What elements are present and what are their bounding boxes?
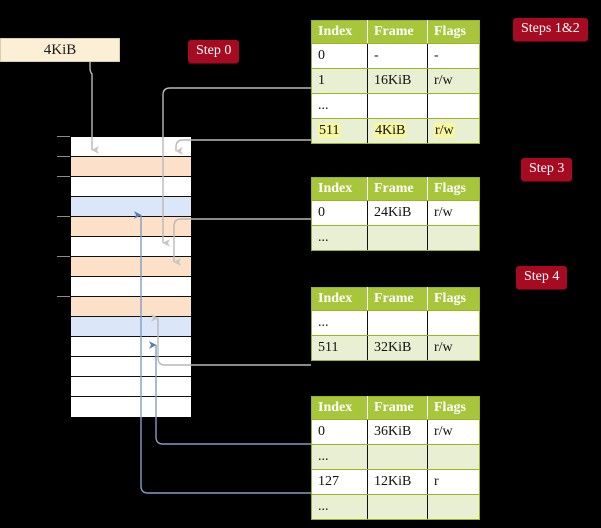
- column-header-frame: Frame: [367, 396, 428, 420]
- memory-row: [71, 217, 191, 237]
- cell-flags: r/w: [427, 68, 480, 94]
- cell-flags: r/w: [427, 200, 480, 226]
- table-row: ...: [311, 225, 480, 251]
- cell-index: 511: [311, 118, 368, 144]
- table-header-row: Index Frame Flags: [311, 287, 480, 311]
- column-header-frame: Frame: [367, 177, 428, 201]
- cell-frame: 12KiB: [367, 469, 428, 495]
- cell-index: 0: [311, 43, 368, 69]
- cell-frame: -: [367, 43, 428, 69]
- cell-flags: [427, 444, 480, 470]
- table-row: ...: [311, 444, 480, 470]
- memory-tick: [57, 176, 71, 177]
- memory-row: [71, 197, 191, 217]
- table-row: 0 36KiB r/w: [311, 419, 480, 445]
- cell-frame: [367, 225, 428, 251]
- table-row: 511 32KiB r/w: [311, 335, 480, 361]
- step-badge-label: Step 0: [196, 43, 232, 58]
- memory-row: [71, 377, 191, 397]
- cell-index: ...: [311, 93, 368, 119]
- cell-flags: [427, 93, 480, 119]
- cell-index: ...: [311, 225, 368, 251]
- column-header-frame: Frame: [367, 287, 428, 311]
- page-table-level-1: Index Frame Flags 0 24KiB r/w ...: [311, 177, 480, 251]
- cell-frame: [367, 310, 428, 336]
- step-badge-step-3: Step 3: [521, 158, 573, 181]
- memory-row: [71, 157, 191, 177]
- cell-frame: 36KiB: [367, 419, 428, 445]
- table-row: ...: [311, 310, 480, 336]
- memory-tick: [57, 136, 71, 137]
- step-badge-label: Step 3: [529, 161, 565, 176]
- column-header-index: Index: [311, 287, 368, 311]
- column-header-flags: Flags: [427, 177, 480, 201]
- memory-row: [71, 317, 191, 337]
- table-row: 1 16KiB r/w: [311, 68, 480, 94]
- cell-flags: -: [427, 43, 480, 69]
- memory-tick: [57, 216, 71, 217]
- cell-flags: r/w: [427, 419, 480, 445]
- cell-index: 0: [311, 200, 368, 226]
- table-row: 0 - -: [311, 43, 480, 69]
- memory-row: [71, 397, 191, 417]
- cell-flags: [427, 225, 480, 251]
- column-header-flags: Flags: [427, 396, 480, 420]
- memory-row: [71, 277, 191, 297]
- memory-tick: [57, 256, 71, 257]
- cell-flags: r/w: [427, 335, 480, 361]
- table-row: 127 12KiB r: [311, 469, 480, 495]
- step-badge-label: Steps 1&2: [521, 21, 580, 36]
- column-header-index: Index: [311, 20, 368, 44]
- step-badge-steps-1-2: Steps 1&2: [513, 18, 588, 41]
- memory-tick: [57, 156, 71, 157]
- cell-frame: 16KiB: [367, 68, 428, 94]
- cell-flags: r: [427, 469, 480, 495]
- column-header-frame: Frame: [367, 20, 428, 44]
- page-table-level-3: Index Frame Flags 0 36KiB r/w ... 127 12…: [311, 396, 480, 520]
- cell-flags: [427, 310, 480, 336]
- cell-frame: 32KiB: [367, 335, 428, 361]
- memory-row: [71, 237, 191, 257]
- source-frame-box: 4KiB: [0, 38, 120, 62]
- cell-flags: r/w: [427, 118, 480, 144]
- table-header-row: Index Frame Flags: [311, 177, 480, 201]
- memory-row: [71, 357, 191, 377]
- cell-frame: [367, 494, 428, 520]
- cell-index: 0: [311, 419, 368, 445]
- cell-frame: 24KiB: [367, 200, 428, 226]
- cell-index: ...: [311, 444, 368, 470]
- memory-row: [71, 337, 191, 357]
- page-table-level-2: Index Frame Flags ... 511 32KiB r/w: [311, 287, 480, 361]
- cell-index: ...: [311, 310, 368, 336]
- table-row: 0 24KiB r/w: [311, 200, 480, 226]
- cell-index: ...: [311, 494, 368, 520]
- table-header-row: Index Frame Flags: [311, 20, 480, 44]
- memory-tick: [57, 296, 71, 297]
- column-header-flags: Flags: [427, 287, 480, 311]
- column-header-index: Index: [311, 177, 368, 201]
- cell-frame: 4KiB: [367, 118, 428, 144]
- source-frame-label: 4KiB: [43, 41, 77, 58]
- memory-row: [71, 137, 191, 157]
- table-row: ...: [311, 93, 480, 119]
- step-badge-step-4: Step 4: [516, 266, 568, 289]
- cell-flags: [427, 494, 480, 520]
- cell-frame: [367, 444, 428, 470]
- column-header-index: Index: [311, 396, 368, 420]
- table-row: ...: [311, 494, 480, 520]
- column-header-flags: Flags: [427, 20, 480, 44]
- cell-index: 1: [311, 68, 368, 94]
- table-header-row: Index Frame Flags: [311, 396, 480, 420]
- memory-row: [71, 297, 191, 317]
- cell-frame: [367, 93, 428, 119]
- step-badge-label: Step 4: [524, 269, 560, 284]
- page-table-level-0: Index Frame Flags 0 - - 1 16KiB r/w ...: [311, 20, 480, 144]
- memory-row: [71, 177, 191, 197]
- table-row: 511 4KiB r/w: [311, 118, 480, 144]
- physical-memory-column: [70, 136, 191, 417]
- step-badge-step-0: Step 0: [188, 40, 240, 63]
- cell-index: 511: [311, 335, 368, 361]
- cell-index: 127: [311, 469, 368, 495]
- memory-row: [71, 257, 191, 277]
